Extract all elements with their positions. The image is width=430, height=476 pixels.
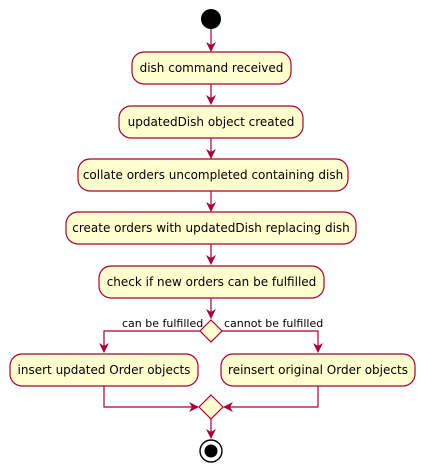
branch-right-connector <box>222 330 323 353</box>
merge-diamond <box>198 394 224 420</box>
action-updated-dish-created-label: updatedDish object created <box>128 115 295 129</box>
action-dish-command-received-label: dish command received <box>140 61 284 75</box>
action-create-orders-label: create orders with updatedDish replacing… <box>72 221 350 235</box>
end-node-inner <box>204 444 218 458</box>
action-collate-orders-label: collate orders uncompleted containing di… <box>83 168 343 182</box>
merge-right-connector <box>223 386 319 412</box>
branch-left-connector <box>99 330 200 353</box>
branch-right-label: cannot be fulfilled <box>224 317 323 330</box>
decision-diamond <box>199 319 223 343</box>
action-insert-updated-label: insert updated Order objects <box>18 363 191 377</box>
branch-left-label: can be fulfilled <box>122 317 203 330</box>
merge-left-connector <box>103 386 199 412</box>
action-check-fulfilled-label: check if new orders can be fulfilled <box>107 275 317 289</box>
action-collate-orders <box>77 158 349 192</box>
action-reinsert-original-label: reinsert original Order objects <box>228 363 408 377</box>
start-node <box>201 9 221 29</box>
